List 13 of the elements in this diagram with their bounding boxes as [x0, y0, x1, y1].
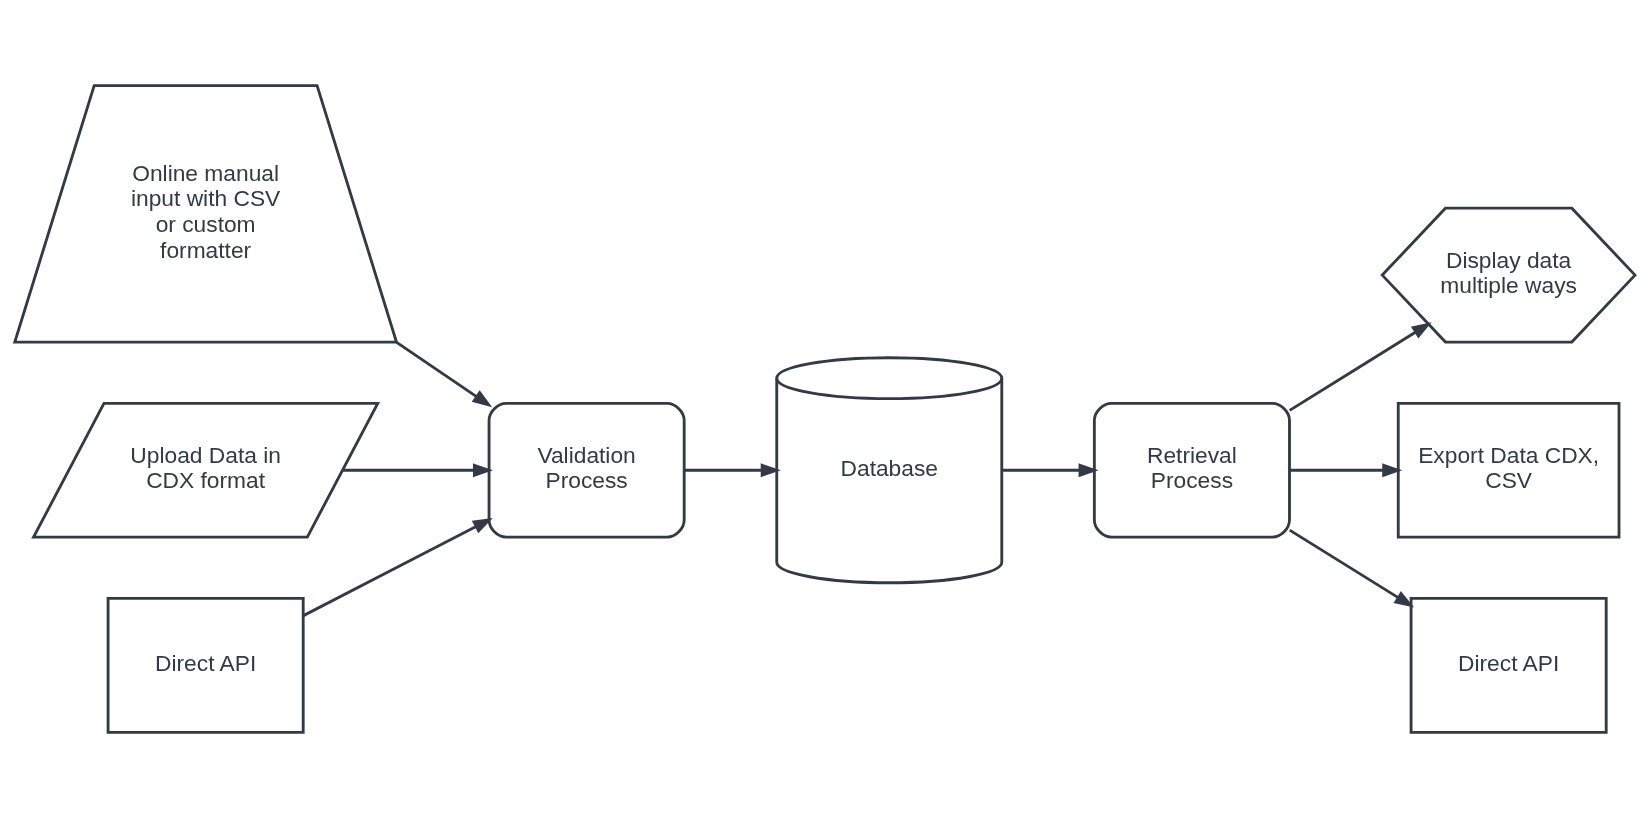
node-box: Validation Process — [487, 401, 686, 539]
arrow — [1289, 462, 1403, 477]
arrow — [684, 462, 781, 477]
node-box: Direct API — [106, 596, 305, 734]
node-box: Retrieval Process — [1092, 401, 1291, 539]
arrow — [1288, 321, 1432, 412]
arrow — [395, 340, 493, 407]
node-box: Direct API — [1409, 596, 1608, 734]
arrow — [1001, 462, 1099, 477]
arrow — [342, 462, 493, 477]
arrow — [302, 517, 493, 617]
node-box: Export Data CDX, CSV — [1396, 401, 1621, 539]
arrow — [1288, 528, 1415, 608]
